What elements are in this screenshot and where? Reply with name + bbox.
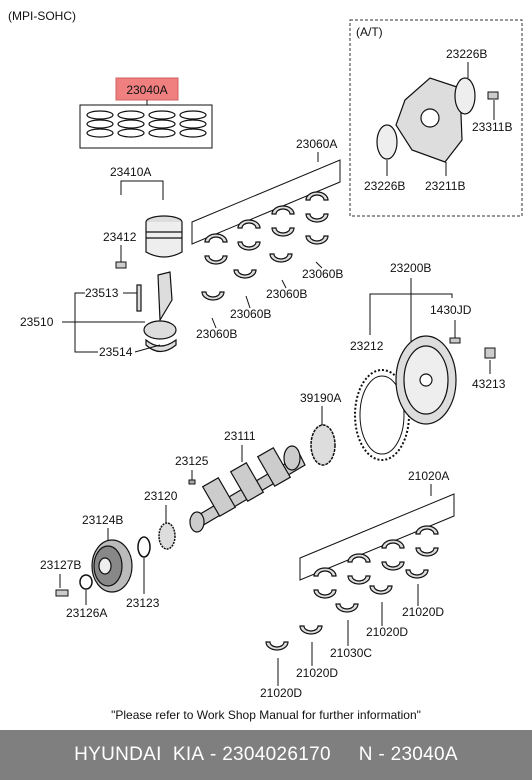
parts-diagram: (MPI-SOHC) (A/T) 23040A 23410A 23412 235…	[8, 9, 523, 700]
label-23412[interactable]: 23412	[103, 230, 137, 244]
label-23226B-bottom[interactable]: 23226B	[364, 179, 405, 193]
label-23111[interactable]: 23111	[224, 429, 256, 443]
label-23060B-1[interactable]: 23060B	[302, 267, 343, 281]
leader-line	[315, 261, 323, 269]
footer-part-number: 2304026170	[222, 744, 331, 765]
label-21020D-4[interactable]: 21020D	[260, 686, 302, 700]
crankshaft-icon	[189, 445, 306, 533]
leader-line	[134, 344, 161, 353]
label-23311B[interactable]: 23311B	[472, 120, 512, 134]
label-21030C[interactable]: 21030C	[330, 646, 372, 660]
label-23060B-2[interactable]: 23060B	[266, 287, 307, 301]
label-23120[interactable]: 23120	[144, 489, 178, 503]
label-23212[interactable]: 23212	[350, 339, 384, 353]
footer-ref: N - 23040A	[358, 744, 458, 765]
piston-pin-icon	[115, 261, 127, 269]
footer-brand: HYUNDAI KIA	[74, 744, 205, 765]
leader-line	[245, 295, 251, 309]
label-23226B-top[interactable]: 23226B	[446, 47, 487, 61]
footer-gap	[331, 744, 359, 766]
at-option-box	[349, 19, 523, 217]
pulley-bolt-icon	[55, 589, 69, 597]
gear-icon	[310, 424, 336, 466]
label-1430JD[interactable]: 1430JD	[430, 303, 472, 317]
label-23200B[interactable]: 23200B	[390, 261, 431, 275]
washer-icon	[79, 574, 93, 590]
variant-label: (MPI-SOHC)	[8, 9, 76, 23]
lower-conrod-bearing-icon	[265, 569, 429, 651]
ring-gear-inner	[359, 375, 405, 455]
leader-line	[74, 322, 98, 353]
label-23125[interactable]: 23125	[175, 454, 209, 468]
label-23127B[interactable]: 23127B	[40, 558, 81, 572]
label-23040A[interactable]: 23040A	[126, 83, 167, 97]
label-21020D-1[interactable]: 21020D	[402, 605, 444, 619]
key-icon	[188, 479, 196, 485]
label-21020A[interactable]: 21020A	[408, 469, 449, 483]
bearing-set-box	[191, 159, 341, 245]
footer-bar: HYUNDAI KIA - 2304026170 N - 23040A	[0, 730, 532, 780]
label-23510[interactable]: 23510	[20, 315, 54, 329]
dowel-pin-icon	[449, 337, 461, 344]
pulley-icon	[91, 539, 133, 593]
lower-bearing-icon	[201, 235, 329, 301]
label-23060B-3[interactable]: 23060B	[230, 307, 271, 321]
flywheel-icon	[395, 335, 457, 425]
flywheel-bolt-icon	[484, 347, 496, 359]
label-21020D-2[interactable]: 21020D	[366, 625, 408, 639]
footer-sep: -	[204, 744, 223, 765]
leader-line	[74, 292, 85, 322]
piston-icon	[145, 215, 183, 258]
label-23211B[interactable]: 23211B	[425, 179, 465, 193]
conrod-bearing-icon	[313, 525, 439, 599]
label-21020D-3[interactable]: 21020D	[296, 666, 338, 680]
leader-line	[281, 279, 287, 289]
timing-sprocket-icon	[158, 522, 176, 550]
bolt-icon	[487, 91, 499, 100]
main-bearing-icon	[204, 191, 329, 265]
label-23513[interactable]: 23513	[85, 286, 119, 300]
label-43213[interactable]: 43213	[472, 377, 506, 391]
label-23514[interactable]: 23514	[99, 345, 133, 359]
label-23060B-4[interactable]: 23060B	[196, 327, 237, 341]
label-39190A[interactable]: 39190A	[300, 391, 341, 405]
leader-line	[120, 180, 164, 200]
leader-line	[211, 317, 217, 329]
bearing-set-box-2	[299, 493, 455, 581]
label-23126A[interactable]: 23126A	[66, 606, 107, 620]
connecting-rod-icon	[136, 271, 177, 353]
label-23123[interactable]: 23123	[126, 596, 160, 610]
at-label: (A/T)	[356, 25, 383, 39]
piston-rings-icon	[86, 110, 207, 138]
piston-ring-box	[79, 104, 213, 149]
label-23410A[interactable]: 23410A	[110, 165, 151, 179]
flange-icon	[137, 536, 151, 558]
label-23124B[interactable]: 23124B	[82, 513, 123, 527]
drive-plate-icon	[376, 77, 476, 163]
label-23060A[interactable]: 23060A	[296, 137, 337, 151]
manual-note: "Please refer to Work Shop Manual for fu…	[111, 708, 421, 722]
